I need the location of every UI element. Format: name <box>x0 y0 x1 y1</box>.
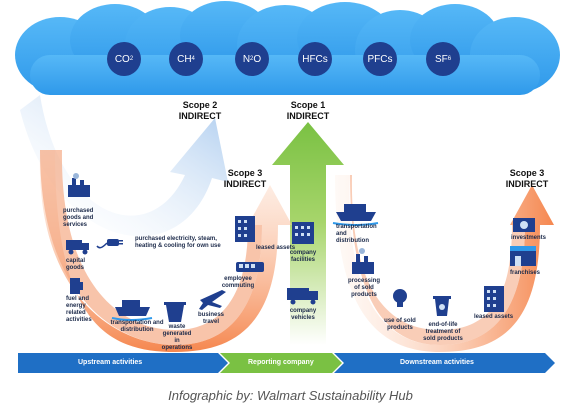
gas-hfcs: HFCs <box>298 42 332 76</box>
label-investments: investments <box>511 235 547 241</box>
label-downstream-leased-assets: leased assets <box>474 314 514 320</box>
label-upstream-transportation: transportation and distribution <box>110 320 164 333</box>
factory-icon <box>68 173 90 197</box>
label-purchased-goods: purchased goods and services <box>63 208 94 228</box>
fuel-pump-icon <box>70 278 83 294</box>
gas-pfcs: PFCs <box>363 42 397 76</box>
ship-icon <box>111 300 153 321</box>
investments-icon <box>513 218 535 232</box>
label-capital-goods: capital goods <box>66 258 86 271</box>
company-building-icon <box>292 222 314 244</box>
scope2-arrow <box>20 95 228 237</box>
downstream-ship-icon <box>332 204 379 226</box>
label-downstream-transportation: transportation and distribution <box>336 224 377 244</box>
company-truck-icon <box>287 288 318 305</box>
cloud-band <box>15 1 560 95</box>
bar-reporting-label: Reporting company <box>248 359 314 366</box>
airplane-icon <box>199 290 226 310</box>
waste-bin-icon <box>164 302 186 322</box>
label-business-travel: business travel <box>197 312 224 325</box>
bar-upstream-label: Upstream activities <box>78 359 143 366</box>
recycle-bin-icon <box>433 296 451 316</box>
truck-icon <box>66 240 89 255</box>
label-end-of-life: end-of-life treatment of sold products <box>423 322 463 342</box>
label-upstream-leased-assets: leased assets <box>256 245 296 251</box>
label-company-facilities: company facilities <box>289 250 317 263</box>
label-fuel-energy: fuel and energy related activities <box>66 296 92 323</box>
activities-bar <box>18 353 555 373</box>
train-icon <box>236 262 264 272</box>
label-employee-commuting: employee commuting <box>221 276 255 289</box>
scope3-right-arrow <box>335 175 554 352</box>
plug-icon <box>96 239 123 249</box>
processing-factory-icon <box>352 248 374 274</box>
label-waste: waste generated in operations <box>161 324 193 351</box>
bar-downstream-label: Downstream activities <box>400 359 474 366</box>
light-bulb-icon <box>393 289 407 307</box>
building-icon <box>235 216 255 242</box>
caption: Infographic by: Walmart Sustainability H… <box>168 388 413 403</box>
label-processing: processing of sold products <box>347 278 380 298</box>
storefront-icon <box>510 246 536 266</box>
label-franchises: franchises <box>510 270 541 276</box>
label-company-vehicles: company vehicles <box>289 308 317 321</box>
label-purchased-electricity: purchased electricity, steam, heating & … <box>135 236 221 249</box>
label-use-sold: use of sold products <box>384 318 416 331</box>
downstream-building-icon <box>484 286 504 312</box>
